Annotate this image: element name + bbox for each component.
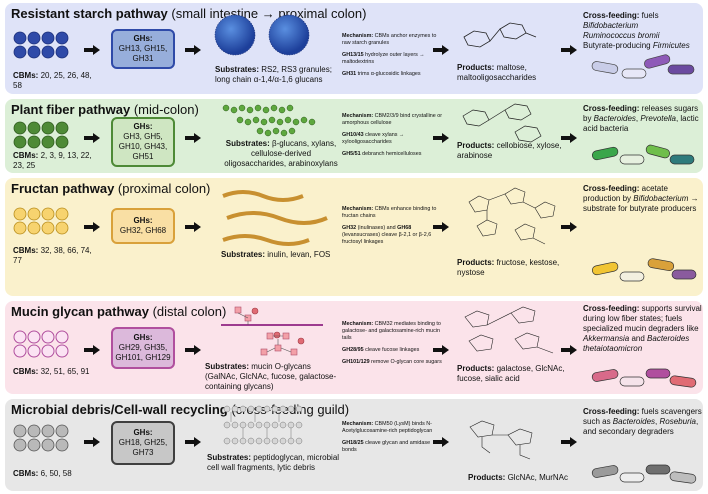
arrow-icon <box>185 345 201 355</box>
cbm-circles <box>13 206 73 244</box>
cbm-list: CBMs: 20, 25, 26, 48, 58 <box>13 71 93 91</box>
substrate-text: Substrates: mucin O-glycans (GalNAc, Glc… <box>205 362 345 392</box>
arrow-icon <box>84 133 100 143</box>
arrow-icon <box>433 133 449 143</box>
substrate-text: Substrates: RS2, RS3 granules; long chai… <box>215 65 340 85</box>
glcnac-structure-icon <box>460 413 560 463</box>
bacteria-icon <box>590 365 700 389</box>
panel-resistant-starch: Resistant starch pathway (small intestin… <box>5 3 703 94</box>
starch-granule-icon <box>213 13 313 58</box>
cross-feeding-text: Cross-feeding: supports survival during … <box>583 304 703 354</box>
arrow-icon <box>185 437 201 447</box>
arrow-icon <box>561 437 577 447</box>
cross-feeding-text: Cross-feeding: acetate production by Bif… <box>583 184 703 214</box>
arrow-icon <box>185 45 201 55</box>
arrow-icon <box>561 345 577 355</box>
cbm-circles <box>13 30 73 68</box>
cbm-list: CBMs: 6, 50, 58 <box>13 469 93 479</box>
panel-title: Mucin glycan pathway (distal colon) <box>11 304 226 319</box>
panel-mucin-glycan: Mucin glycan pathway (distal colon) CBMs… <box>5 301 703 394</box>
substrate-text: Substrates: inulin, levan, FOS <box>221 250 341 260</box>
arrow-icon <box>561 45 577 55</box>
cbm-list: CBMs: 32, 38, 66, 74, 77 <box>13 246 93 266</box>
mucin-glycan-icon <box>217 303 327 361</box>
mechanism-text: Mechanism: CBMs anchor enzymes to raw st… <box>342 33 446 83</box>
bacteria-icon <box>590 254 700 288</box>
gh-box: GHs:GH13, GH15, GH31 <box>111 29 175 69</box>
bacteria-icon <box>590 461 700 485</box>
products-text: Products: cellobiose, xylose, arabinose <box>457 141 567 161</box>
panel-title: Fructan pathway (proximal colon) <box>11 181 210 196</box>
cross-feeding-text: Cross-feeding: releases sugars by Bacter… <box>583 104 703 134</box>
substrate-text: Substrates: peptidoglycan, microbial cel… <box>207 453 342 473</box>
panel-fructan: Fructan pathway (proximal colon) CBMs: 3… <box>5 178 703 296</box>
mechanism-text: Mechanism: CBM32 mediates binding to gal… <box>342 321 446 371</box>
products-text: Products: maltose, maltooligosaccharides <box>457 63 567 83</box>
cross-feeding-text: Cross-feeding: fuels scavengers such as … <box>583 407 703 437</box>
kestose-structure-icon <box>455 184 565 254</box>
gh-box: GHs:GH32, GH68 <box>111 208 175 244</box>
maltose-structure-icon <box>460 15 540 55</box>
arrow-icon <box>433 345 449 355</box>
panel-plant-fiber: Plant fiber pathway (mid-colon) CBMs: 2,… <box>5 99 703 173</box>
cbm-circles <box>13 423 73 461</box>
panel-microbial-debris: Microbial debris/Cell-wall recycling (cr… <box>5 399 703 491</box>
fiber-chain-icon <box>220 102 330 136</box>
products-text: Products: fructose, kestose, nystose <box>457 258 567 278</box>
substrate-text: Substrates: β-glucans, xylans, cellulose… <box>221 139 341 169</box>
arrow-icon <box>84 437 100 447</box>
bacteria-icon <box>590 143 700 169</box>
arrow-icon <box>433 437 449 447</box>
arrow-icon <box>84 345 100 355</box>
gh-box: GHs:GH3, GH5, GH10, GH43, GH51 <box>111 117 175 167</box>
panel-title: Resistant starch pathway (small intestin… <box>11 6 366 21</box>
mechanism-text: Mechanism: CBMs enhance binding to fruct… <box>342 206 446 251</box>
arrow-icon <box>561 133 577 143</box>
cbm-list: CBMs: 32, 51, 65, 91 <box>13 367 93 377</box>
gh-box: GHs:GH18, GH25, GH73 <box>111 421 175 465</box>
peptidoglycan-mesh-icon <box>219 403 319 447</box>
arrow-icon <box>433 222 449 232</box>
galactose-structure-icon <box>457 305 567 361</box>
arrow-icon <box>433 45 449 55</box>
cbm-list: CBMs: 2, 3, 9, 13, 22, 23, 25 <box>13 151 93 171</box>
products-text: Products: GlcNAc, MurNAc <box>468 473 578 483</box>
mechanism-text: Mechanism: CBM50 (LysM) binds N-Acetylgl… <box>342 421 446 459</box>
cellobiose-structure-icon <box>455 102 555 142</box>
gh-box: GHs:GH29, GH35, GH101, GH129 <box>111 327 175 369</box>
arrow-icon <box>84 222 100 232</box>
bacteria-icon <box>590 55 700 85</box>
arrow-icon <box>561 222 577 232</box>
arrow-icon <box>185 222 201 232</box>
mechanism-text: Mechanism: CBM2/3/9 bind crystalline or … <box>342 113 446 163</box>
fructan-chain-icon <box>213 186 333 246</box>
cbm-circles <box>13 329 73 367</box>
products-text: Products: galactose, GlcNAc, fucose, sia… <box>457 364 567 384</box>
panel-title: Plant fiber pathway (mid-colon) <box>11 102 199 117</box>
arrow-icon <box>185 133 201 143</box>
arrow-icon <box>84 45 100 55</box>
